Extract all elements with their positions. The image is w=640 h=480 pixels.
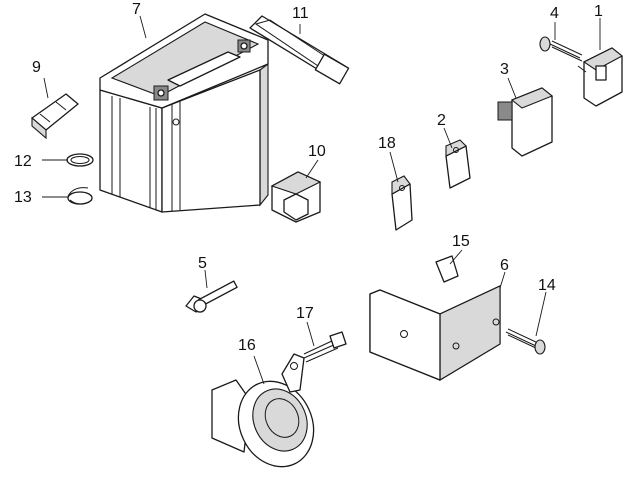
horn — [211, 353, 315, 468]
control-unit-1 — [577, 47, 623, 107]
callout-7: 7 — [132, 1, 141, 18]
bolt-17 — [303, 331, 347, 363]
callout-17: 17 — [296, 305, 314, 322]
relay-18 — [391, 175, 413, 231]
callout-2: 2 — [437, 112, 446, 129]
fuse-holder — [31, 93, 79, 140]
callout-5: 5 — [198, 255, 207, 272]
horn-bracket — [369, 255, 501, 381]
screw-4 — [539, 36, 583, 62]
callout-12: 12 — [14, 153, 32, 170]
battery — [99, 13, 269, 213]
callout-11: 11 — [292, 5, 309, 22]
callout-6: 6 — [500, 257, 509, 274]
callout-9: 9 — [32, 59, 41, 76]
clip-13 — [67, 187, 93, 205]
callouts: 1 2 3 4 5 6 7 9 10 11 12 13 14 15 16 17 … — [14, 1, 603, 354]
callout-18: 18 — [378, 135, 396, 152]
leader-lines — [42, 15, 601, 385]
screw-14 — [505, 328, 546, 355]
callout-1: 1 — [594, 3, 603, 20]
regulator-3 — [497, 87, 554, 157]
callout-10: 10 — [308, 143, 326, 160]
callout-15: 15 — [452, 233, 470, 250]
callout-4: 4 — [550, 5, 559, 22]
bolt-5 — [185, 280, 238, 313]
relay-2 — [445, 139, 471, 189]
callout-16: 16 — [238, 337, 256, 354]
clip-12 — [66, 153, 94, 167]
callout-3: 3 — [500, 61, 509, 78]
callout-13: 13 — [14, 189, 32, 206]
battery-strap — [249, 15, 350, 85]
callout-14: 14 — [538, 277, 556, 294]
rubber-mount — [270, 171, 322, 223]
